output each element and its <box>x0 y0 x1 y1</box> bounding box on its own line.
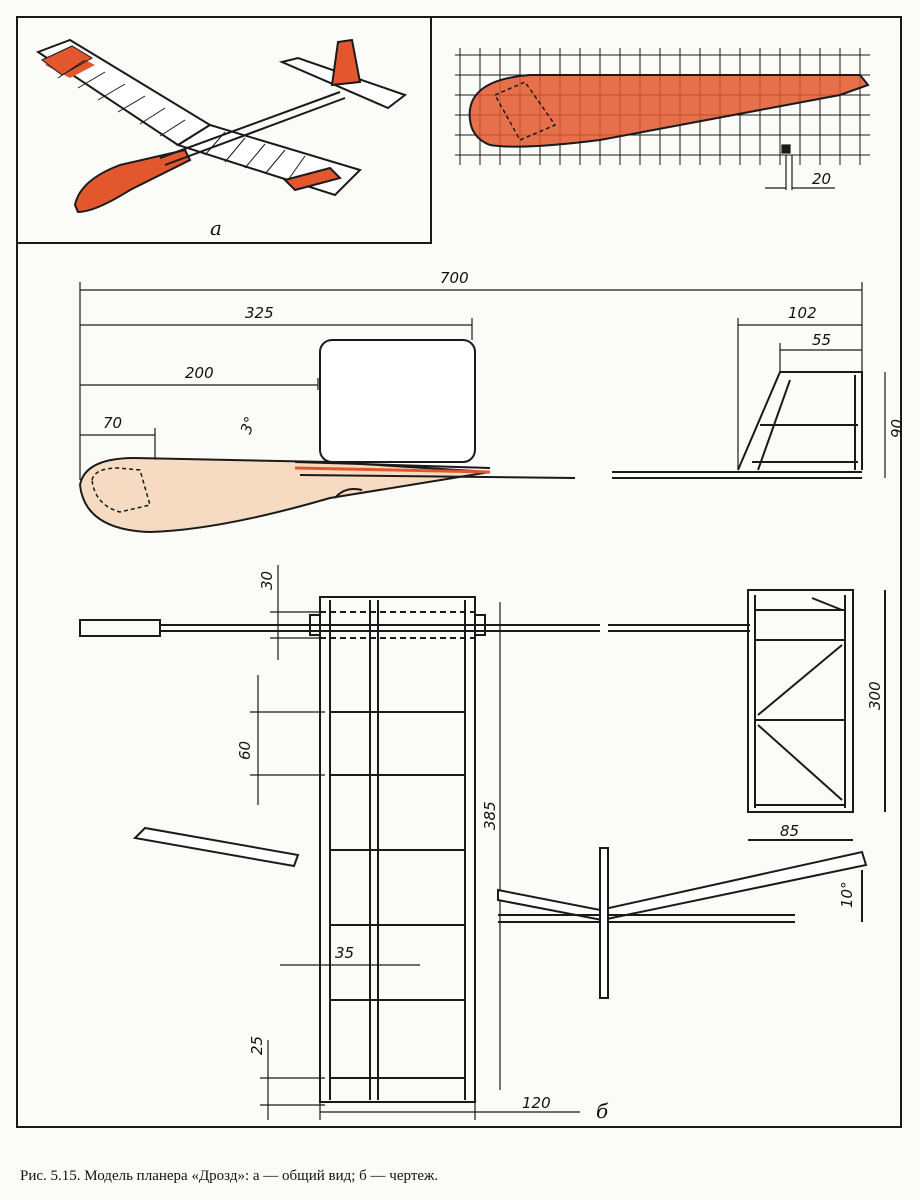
wing-position-dimension: 325 <box>245 304 274 322</box>
general-view-glider <box>35 38 408 214</box>
wing-plan-view <box>309 596 486 1103</box>
chord-dimension: 120 <box>522 1094 551 1112</box>
tail-side-view <box>612 371 863 479</box>
drawing-label: б <box>596 1099 609 1123</box>
side-view-dim-lines <box>79 282 886 480</box>
nose-block-outline <box>493 81 557 141</box>
fuselage-side-view <box>78 339 576 534</box>
dihedral-dimension: 10° <box>838 881 856 908</box>
figure-caption: Рис. 5.15. Модель планера «Дрозд»: а — о… <box>20 1168 439 1184</box>
general-view-label: а <box>210 216 222 240</box>
nose-dimension: 70 <box>103 414 122 432</box>
spar-width-dimension: 30 <box>258 571 276 590</box>
stab-span-dimension: 300 <box>866 681 884 710</box>
outer-frame <box>16 16 902 1128</box>
stab-chord-dimension: 85 <box>780 822 799 840</box>
incidence-angle-dimension: 3° <box>237 414 260 436</box>
rib-spacing-dimension: 60 <box>236 741 254 760</box>
grid-cell-dimension: 20 <box>812 170 831 188</box>
wingtip-part <box>132 826 300 868</box>
fin-base-dimension: 102 <box>788 304 817 322</box>
fuselage-plan-view <box>79 619 750 637</box>
center-width-dimension: 35 <box>335 944 354 962</box>
fin-height-dimension: 90 <box>888 419 906 438</box>
plan-view-dim-lines <box>250 565 580 1120</box>
half-span-dimension: 385 <box>481 801 499 830</box>
stabilizer-plan-view <box>747 589 886 841</box>
fuselage-profile <box>468 74 870 148</box>
front-view-dihedral <box>497 847 868 999</box>
fuselage-front-dimension: 200 <box>185 364 214 382</box>
tip-spacing-dimension: 25 <box>248 1036 266 1055</box>
general-view-frame <box>16 16 432 244</box>
fin-top-dimension: 55 <box>812 331 831 349</box>
grid-scale-marker <box>765 144 835 190</box>
total-length-dimension: 700 <box>440 269 469 287</box>
